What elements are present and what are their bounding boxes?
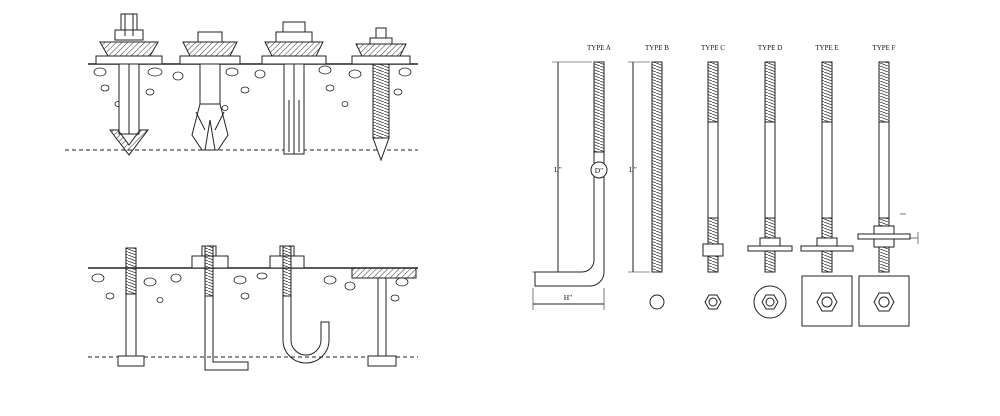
type-c-bolt	[702, 61, 724, 310]
drop-in-anchor	[261, 21, 327, 155]
length-dimension-label-a: L"	[554, 165, 562, 174]
length-dimension-label-b: L"	[629, 165, 637, 174]
type-c-end-view	[704, 294, 722, 310]
type-f-end-view	[858, 275, 910, 327]
type-f-label: TYPE F	[872, 44, 895, 52]
type-e-label: TYPE E	[815, 44, 839, 52]
diameter-dimension-label: D"	[595, 166, 603, 175]
type-a-bolt: D" L" H"	[532, 61, 608, 310]
type-d-label: TYPE D	[758, 44, 782, 52]
expansion-anchors-panel	[65, 13, 418, 162]
aggregate-stones-lower	[91, 272, 409, 303]
headed-stud-anchor	[117, 247, 145, 367]
type-b-end-view	[649, 294, 665, 310]
type-a-label: TYPE A	[587, 44, 611, 52]
screw-bolt-anchor	[351, 27, 411, 162]
diameter-marker	[590, 161, 608, 179]
type-c-label: TYPE C	[701, 44, 725, 52]
type-e-bolt	[800, 61, 854, 327]
bolt-types-panel: TYPE A TYPE B TYPE C TYPE D TYPE E TYPE …	[532, 44, 919, 327]
type-b-label: TYPE B	[645, 44, 669, 52]
type-d-bolt	[747, 61, 793, 319]
j-bolt-anchor	[269, 245, 330, 364]
embed-plate-anchor	[351, 267, 417, 367]
hook-dimension-label: H"	[564, 293, 572, 302]
type-e-end-view	[801, 275, 853, 327]
length-dimension-b: L"	[628, 61, 650, 273]
l-bolt-anchor	[191, 245, 249, 371]
aggregate-stones-upper	[93, 65, 412, 111]
sleeve-anchor	[179, 31, 241, 151]
cast-in-anchors-panel	[88, 245, 418, 371]
wedge-anchor	[95, 13, 163, 156]
type-f-bolt	[857, 61, 919, 327]
type-d-end-view	[753, 285, 787, 319]
type-b-bolt	[649, 61, 665, 310]
